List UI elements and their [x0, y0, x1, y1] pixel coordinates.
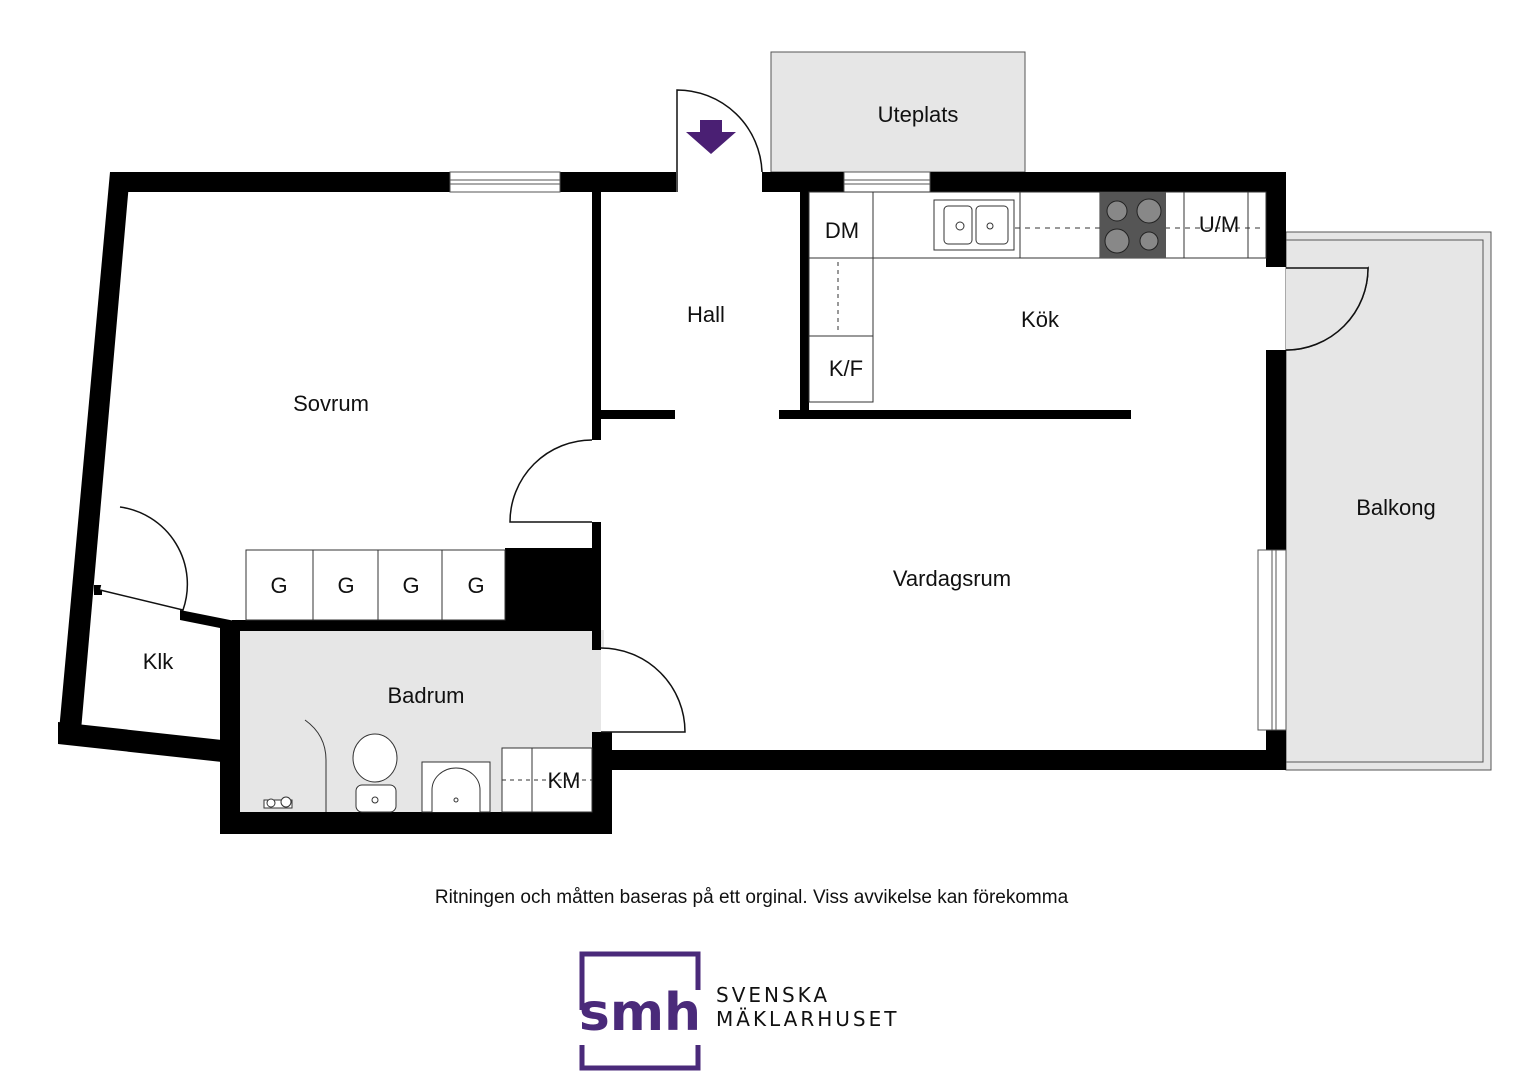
- sink-icon: [933, 199, 1015, 251]
- wardrobes: [245, 549, 506, 621]
- room-label-hall: Hall: [687, 302, 725, 327]
- room-label-klk: Klk: [143, 649, 175, 674]
- logo-wordmark: SVENSKA MÄKLARHUSET: [716, 983, 899, 1031]
- kitchen-counters: [808, 191, 1267, 403]
- fixture-label-g2: G: [337, 573, 354, 598]
- entrance-arrow-icon: [686, 120, 736, 154]
- shower-mixer-icon: [263, 796, 293, 809]
- disclaimer-text: Ritningen och måtten baseras på ett orgi…: [434, 887, 1069, 908]
- logo-line-2: MÄKLARHUSET: [716, 1007, 900, 1031]
- room-label-kok: Kök: [1021, 307, 1060, 332]
- fixture-label-g1: G: [270, 573, 287, 598]
- room-label-balkong: Balkong: [1356, 495, 1436, 520]
- fixture-label-g4: G: [467, 573, 484, 598]
- fixture-label-g3: G: [402, 573, 419, 598]
- room-label-vardagsrum: Vardagsrum: [893, 566, 1011, 591]
- fixture-label-dm: DM: [825, 218, 859, 243]
- smh-logo-icon: smh: [579, 951, 701, 1071]
- fixture-label-km: KM: [548, 768, 581, 793]
- logo-mark: smh: [579, 983, 701, 1043]
- stove-icon: [1100, 192, 1166, 258]
- windows: [449, 171, 1287, 731]
- fixture-label-um: U/M: [1199, 212, 1239, 237]
- fixture-label-kf: K/F: [829, 356, 863, 381]
- logo-line-1: SVENSKA: [716, 983, 831, 1007]
- walls: [58, 172, 1286, 834]
- room-label-badrum: Badrum: [387, 683, 464, 708]
- uteplats-area: [770, 51, 1026, 173]
- room-label-sovrum: Sovrum: [293, 391, 369, 416]
- room-label-uteplats: Uteplats: [878, 102, 959, 127]
